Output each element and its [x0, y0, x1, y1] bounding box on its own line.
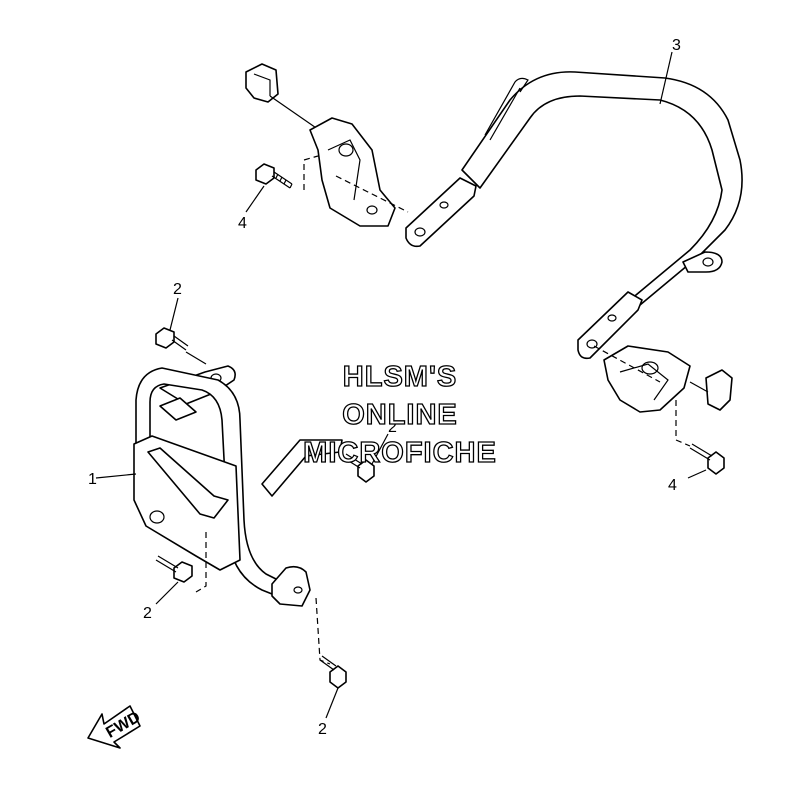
rear-bar-assembly — [405, 51, 743, 360]
watermark-line-3: MICROFICHE — [303, 437, 497, 469]
callout-rear-bar: 3 — [672, 37, 681, 54]
front-bumper-plate-slot — [147, 447, 229, 519]
rear-bar-tube — [461, 71, 743, 306]
rear-right-bolt — [687, 443, 725, 479]
front-bumper-plate — [133, 435, 241, 571]
callout-rear-right-bolt: 4 — [668, 477, 677, 494]
rear-right-clip — [705, 369, 733, 411]
callout-front-bumper: 1 — [88, 471, 97, 488]
front-bottom-bolt — [319, 655, 347, 719]
callout-front-mid-bolt: 2 — [388, 419, 397, 436]
fwd-direction-indicator: FWD — [87, 705, 143, 749]
watermark-line-2: ONLINE — [342, 399, 458, 431]
rear-bar-right-plate — [577, 291, 643, 360]
front-bumper-assembly — [95, 365, 343, 665]
rear-left-bolt — [245, 163, 293, 213]
rear-right-bracket-body — [603, 345, 691, 413]
rear-bar-left-plate — [405, 177, 477, 248]
fwd-arrow-icon — [87, 705, 141, 749]
front-mid-bolt — [343, 433, 389, 483]
callout-rear-left-bolt: 4 — [238, 215, 247, 232]
watermark-line-1: HLSM'S — [343, 361, 457, 393]
callout-front-top-bolt: 2 — [173, 281, 182, 298]
callout-front-left-bolt: 2 — [143, 605, 152, 622]
rear-right-bracket — [593, 345, 733, 447]
rear-left-clip — [245, 63, 279, 103]
rear-left-bracket — [245, 63, 409, 227]
front-top-bolt — [155, 297, 207, 365]
rear-left-bracket-body — [309, 117, 396, 227]
front-bumper-side-arm — [261, 439, 343, 497]
callout-front-bottom-bolt: 2 — [318, 721, 327, 738]
front-bumper-end-plate — [271, 565, 311, 607]
front-left-bolt — [155, 555, 193, 605]
watermark: HLSM'S ONLINE MICROFICHE — [303, 360, 497, 469]
